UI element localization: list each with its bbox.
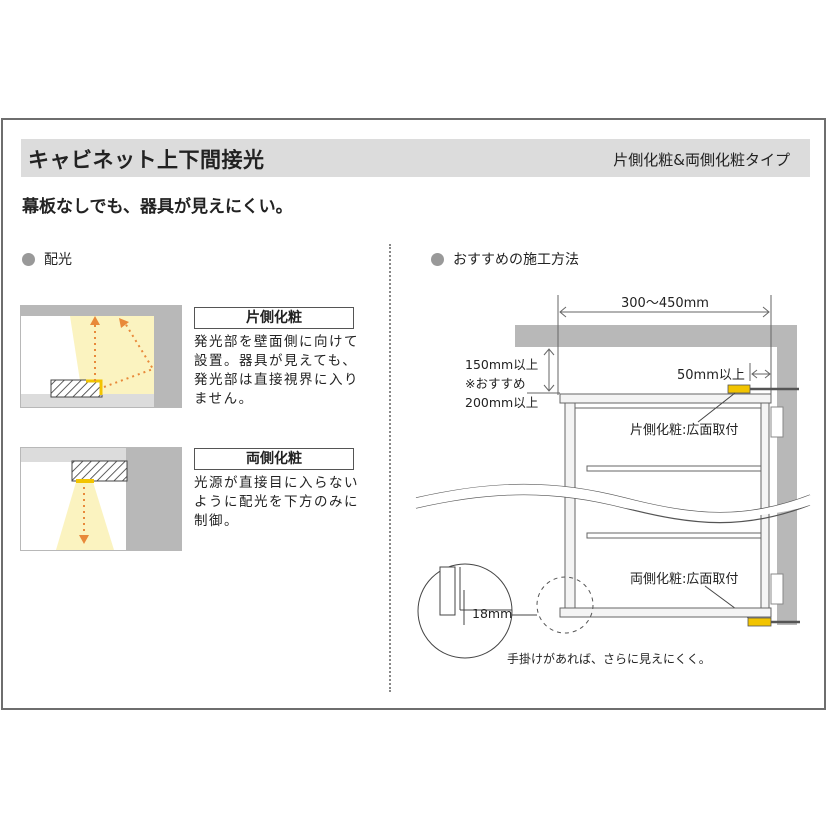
both-side-label: 両側化粧 [194, 448, 354, 470]
type-label: 片側化粧&両側化粧タイプ [613, 151, 790, 169]
section-heading-label: おすすめの施工方法 [453, 252, 579, 268]
title-bar [21, 139, 810, 177]
section-heading-light-distribution: 配光 [22, 249, 72, 269]
section-heading-label: 配光 [44, 252, 72, 268]
bullet-icon [22, 252, 35, 266]
page-frame [1, 118, 826, 710]
section-heading-installation: おすすめの施工方法 [431, 249, 579, 269]
svg-text:200mm以上: 200mm以上 [465, 395, 538, 410]
both-side-description: 光源が直接目に入らないように配光を下方のみに制御。 [194, 475, 359, 529]
lead-text: 幕板なしでも、器具が見えにくい。 [22, 197, 293, 217]
svg-text:両側化粧:広面取付: 両側化粧:広面取付 [630, 572, 738, 587]
bullet-icon [431, 252, 444, 266]
svg-text:50mm以上: 50mm以上 [677, 368, 745, 383]
svg-text:※おすすめ: ※おすすめ [465, 376, 525, 391]
svg-text:150mm以上: 150mm以上 [465, 357, 538, 372]
svg-text:片側化粧:広面取付: 片側化粧:広面取付 [630, 423, 738, 438]
page-title: キャビネット上下間接光 [28, 148, 265, 172]
one-side-distribution-diagram [20, 305, 182, 408]
svg-text:手掛けがあれば、さらに見えにくく。: 手掛けがあれば、さらに見えにくく。 [507, 651, 711, 666]
column-divider [389, 244, 391, 692]
svg-text:300〜450mm: 300〜450mm [621, 296, 709, 311]
installation-diagram: 300〜450mm 150mm以上 ※おすすめ 200mm以上 50mm以上 片… [415, 295, 811, 666]
one-side-label: 片側化粧 [194, 307, 354, 329]
one-side-description: 発光部を壁面側に向けて設置。器具が見えても、発光部は直接視界に入りません。 [194, 334, 359, 407]
svg-text:18mm: 18mm [472, 606, 512, 621]
both-side-distribution-diagram [20, 447, 182, 551]
